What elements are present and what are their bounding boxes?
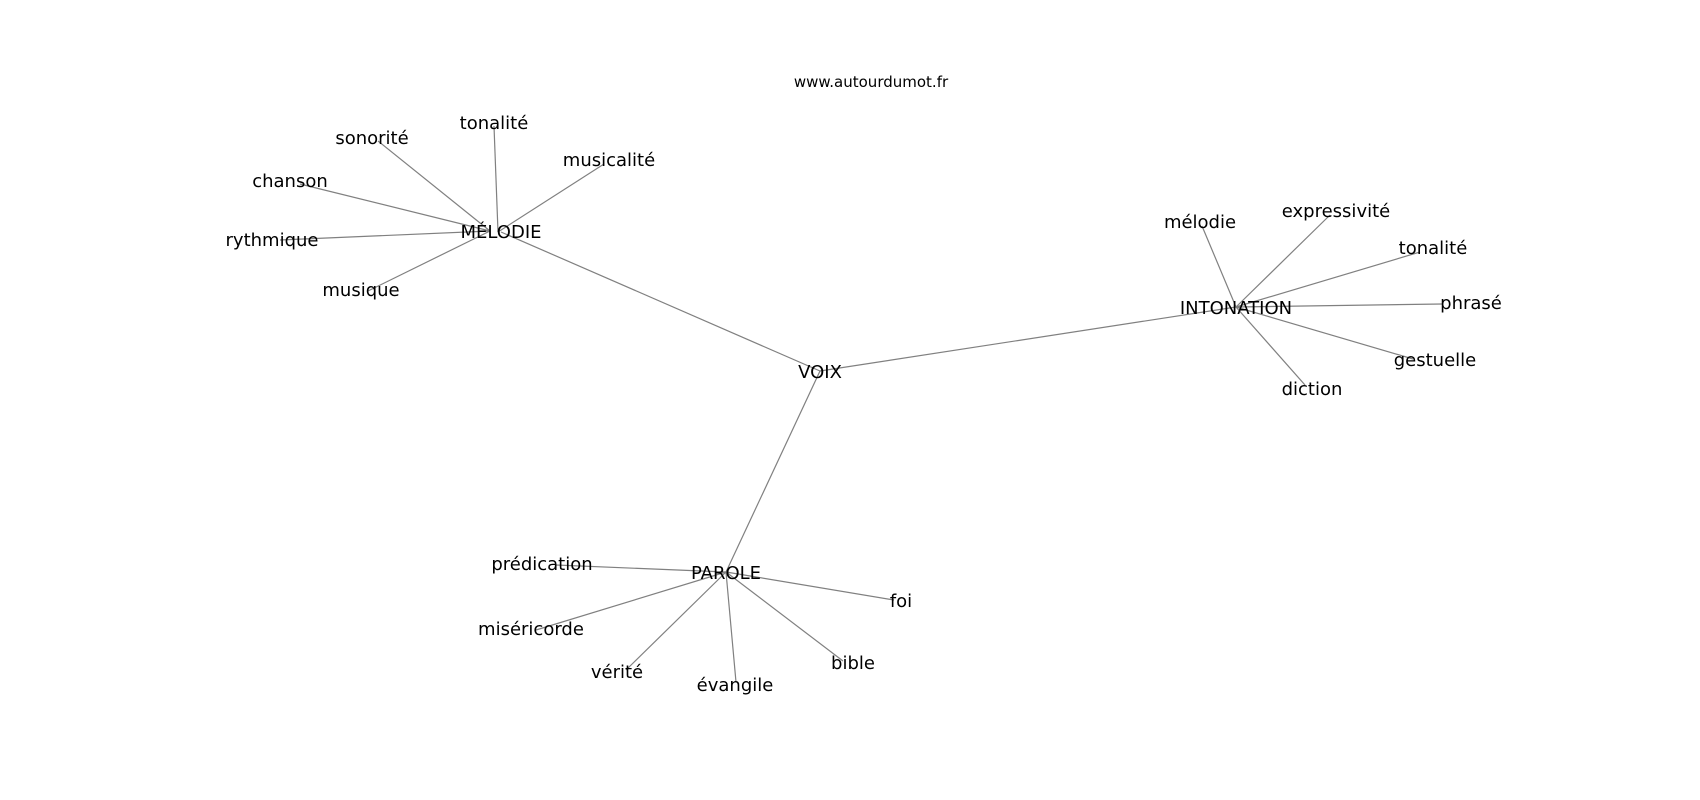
- word-node-label: phrasé: [1440, 293, 1502, 314]
- word-node-label: chanson: [252, 171, 328, 192]
- center-node-label: VOIX: [798, 362, 842, 383]
- word-node-label: prédication: [491, 554, 592, 575]
- group-node-label: PAROLE: [691, 563, 761, 584]
- center-to-group-edge: [500, 231, 821, 372]
- group-to-word-edge: [497, 163, 605, 233]
- group-node-label: INTONATION: [1180, 298, 1292, 319]
- group-to-word-edge: [367, 230, 491, 292]
- center-to-group-edge: [819, 306, 1237, 372]
- group-to-word-edge: [725, 571, 737, 683]
- group-to-word-edge: [493, 125, 499, 233]
- group-to-word-edge: [1235, 306, 1414, 360]
- graph-edges: [279, 125, 1443, 683]
- group-to-word-edge: [1235, 214, 1331, 308]
- word-node-label: musicalité: [563, 150, 655, 171]
- group-to-word-edge: [299, 183, 491, 232]
- word-node-label: mélodie: [1164, 212, 1236, 233]
- group-node-label: MÉLODIE: [461, 221, 542, 243]
- group-to-word-edge: [1235, 251, 1421, 308]
- group-to-word-edge: [377, 140, 491, 232]
- site-url: www.autourdumot.fr: [794, 73, 949, 91]
- word-node-label: bible: [831, 653, 875, 674]
- group-to-word-edge: [725, 571, 844, 662]
- group-to-word-edge: [555, 564, 727, 573]
- word-node-label: diction: [1282, 379, 1343, 400]
- word-node-label: rythmique: [226, 230, 319, 251]
- word-node-label: musique: [322, 280, 399, 301]
- word-node-label: sonorité: [335, 128, 408, 149]
- word-node-label: tonalité: [460, 113, 529, 134]
- group-to-word-edge: [1235, 306, 1306, 386]
- graph-labels: www.autourdumot.fr VOIX MÉLODIE sonorité…: [226, 73, 1502, 696]
- word-node-label: tonalité: [1399, 238, 1468, 259]
- group-to-word-edge: [1235, 303, 1443, 308]
- group-to-word-edge: [535, 571, 727, 631]
- group-to-word-edge: [725, 571, 895, 601]
- word-node-label: vérité: [591, 662, 643, 683]
- word-node-label: miséricorde: [478, 619, 584, 640]
- word-node-label: expressivité: [1282, 201, 1390, 222]
- word-node-label: gestuelle: [1394, 350, 1477, 371]
- group-to-word-edge: [625, 571, 727, 671]
- word-node-label: évangile: [697, 675, 774, 696]
- center-to-group-edge: [725, 370, 821, 573]
- group-to-word-edge: [1201, 225, 1237, 308]
- group-to-word-edge: [279, 230, 491, 241]
- word-node-label: foi: [890, 591, 912, 612]
